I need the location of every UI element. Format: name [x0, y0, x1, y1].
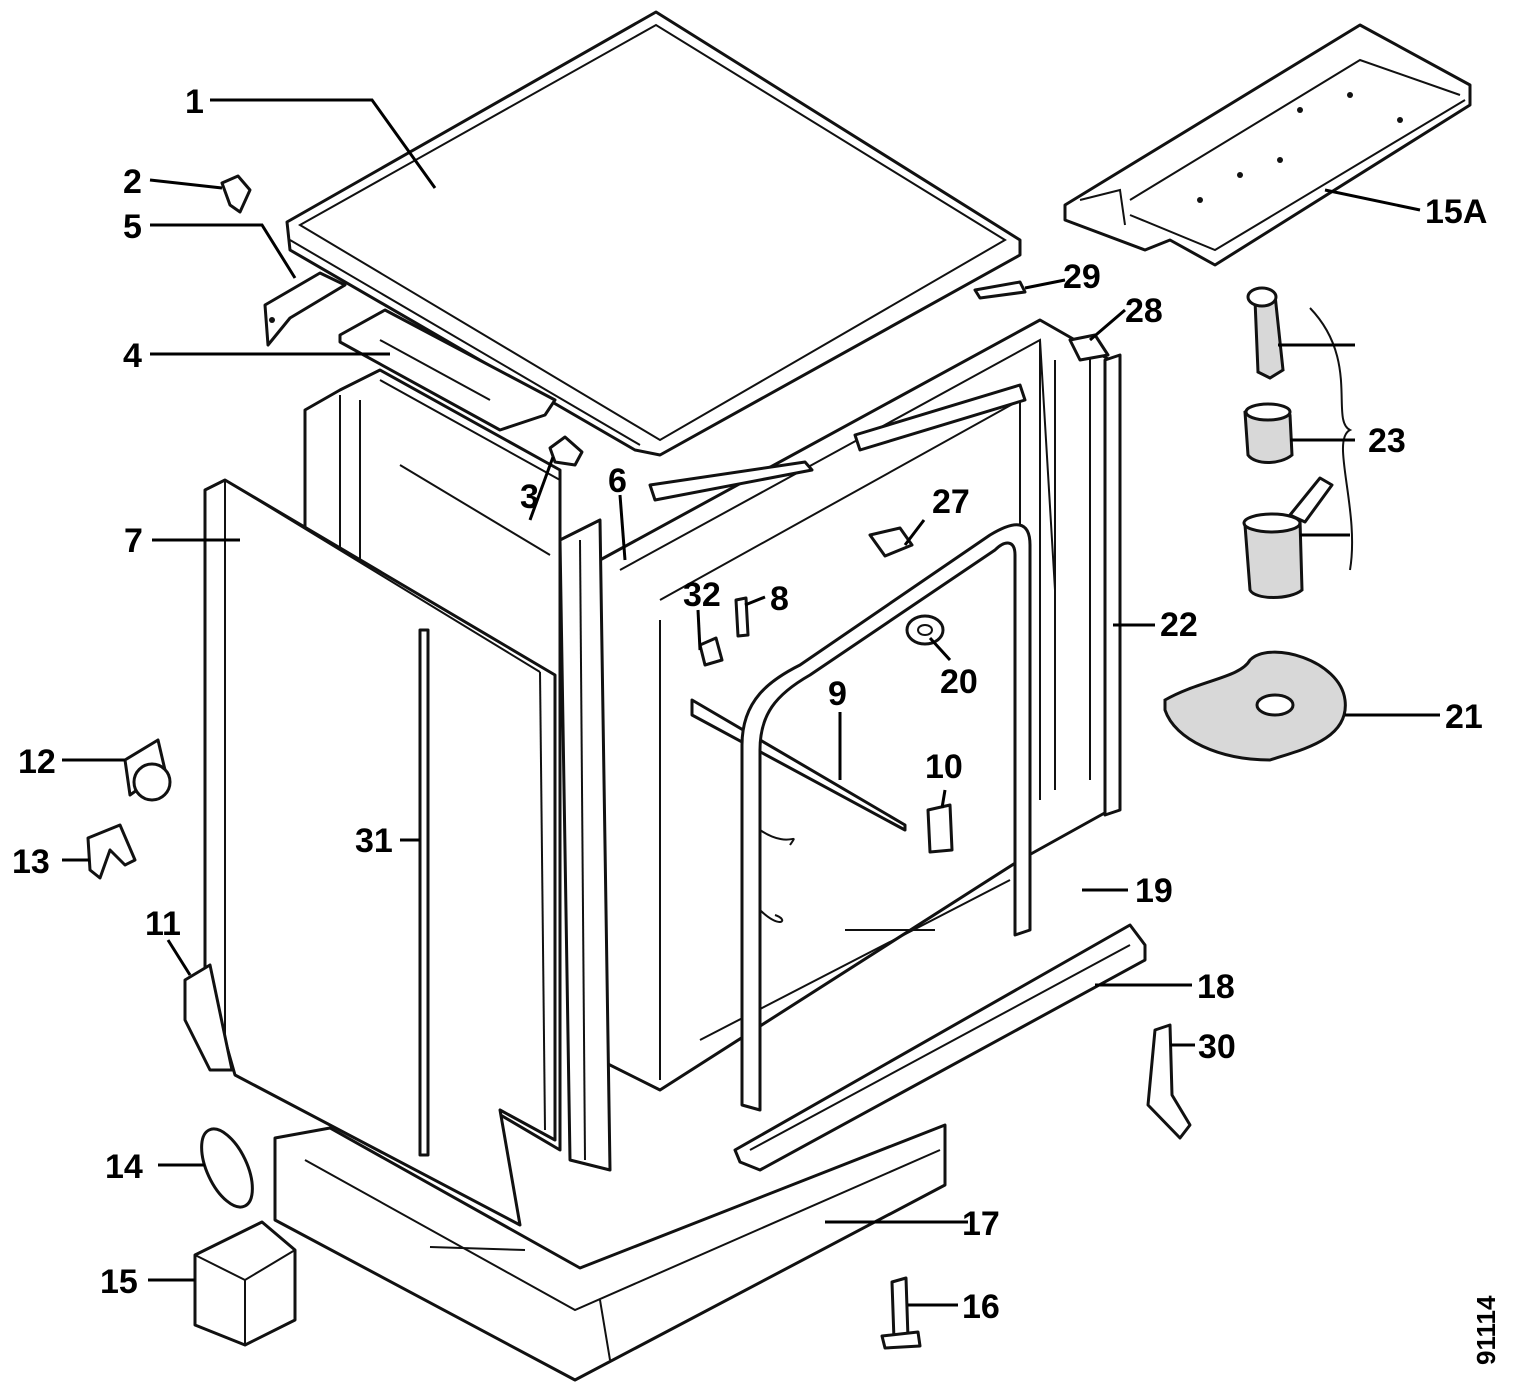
- part-knob: [123, 738, 172, 802]
- label-part-7: 7: [124, 522, 143, 560]
- part-filter-assembly: [1242, 286, 1354, 599]
- part-trim-strip: [973, 280, 1027, 300]
- part-insulation-pad: [338, 308, 557, 432]
- part-vertical-strip: [418, 628, 430, 1157]
- part-pin-8: [734, 596, 750, 638]
- label-part-15: 15: [100, 1263, 138, 1301]
- label-part-1: 1: [185, 83, 204, 121]
- label-part-31: 31: [355, 822, 393, 860]
- part-bracket-27: [868, 526, 914, 558]
- part-base-frame: [273, 1123, 947, 1382]
- part-clip-top: [220, 174, 252, 214]
- leader-lines: [62, 98, 1440, 1307]
- label-part-30: 30: [1198, 1028, 1236, 1066]
- part-hinge: [183, 963, 234, 1072]
- label-part-20: 20: [940, 663, 978, 701]
- label-part-19: 19: [1135, 872, 1173, 910]
- label-part-23: 23: [1368, 422, 1406, 460]
- label-part-2: 2: [123, 163, 142, 201]
- label-part-14: 14: [105, 1148, 143, 1186]
- label-part-15a: 15A: [1425, 193, 1487, 231]
- label-part-9: 9: [828, 675, 847, 713]
- label-part-29: 29: [1063, 258, 1101, 296]
- label-part-5: 5: [123, 208, 142, 246]
- label-part-18: 18: [1197, 968, 1235, 1006]
- label-part-4: 4: [123, 337, 142, 375]
- part-clip-bottom: [86, 823, 137, 880]
- part-labels: 1 2 5 4 3 6 7 32 8 27 20 9 10 22 21 15A …: [12, 83, 1501, 1365]
- label-part-17: 17: [962, 1205, 1000, 1243]
- label-part-3: 3: [520, 478, 539, 516]
- label-part-11: 11: [145, 905, 181, 943]
- part-clip-side: [548, 435, 584, 467]
- part-box: [193, 1220, 297, 1347]
- label-part-10: 10: [925, 748, 963, 786]
- label-part-16: 16: [962, 1288, 1000, 1326]
- label-part-21: 21: [1445, 698, 1483, 736]
- part-side-panel-right: [1103, 353, 1122, 817]
- label-part-6: 6: [608, 462, 627, 500]
- label-part-22: 22: [1160, 606, 1198, 644]
- label-part-13: 13: [12, 843, 50, 881]
- part-filter-plate: [1163, 650, 1347, 762]
- drawing-code: 91114: [1471, 1295, 1501, 1365]
- part-nozzle: [905, 614, 945, 646]
- part-control-bracket: [1063, 23, 1472, 267]
- part-bracket-28: [1068, 333, 1110, 362]
- label-part-27: 27: [932, 483, 970, 521]
- part-foot-screw: [880, 1276, 922, 1350]
- part-disc: [200, 1127, 254, 1209]
- part-door-seal: [740, 523, 1032, 1112]
- part-clip-32: [698, 636, 724, 667]
- part-worktop: [285, 10, 1022, 457]
- part-side-panel-left: [203, 478, 557, 1227]
- part-foot-bracket: [1146, 1023, 1192, 1140]
- part-clip-10: [926, 803, 954, 854]
- label-part-32: 32: [683, 576, 721, 614]
- part-side-rail-left: [263, 271, 347, 347]
- label-part-8: 8: [770, 580, 789, 618]
- label-part-28: 28: [1125, 292, 1163, 330]
- label-part-12: 12: [18, 743, 56, 781]
- part-kick-plate: [733, 923, 1147, 1172]
